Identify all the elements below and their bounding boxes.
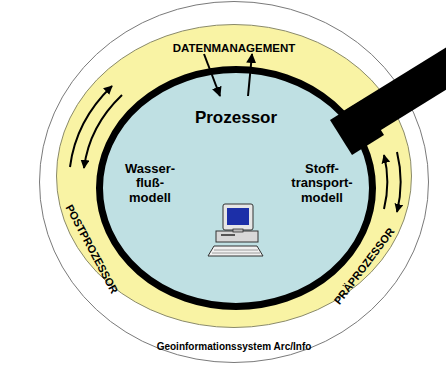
outer-system-circle: ProzessorWasser- fluß- modell Stoff- tran… [39,1,429,363]
system-label: Geoinformationssystem Arc/Info [157,341,312,352]
band-label: DATENMANAGEMENT [173,42,295,55]
model-label: Stoff- transport- modell [291,162,352,205]
model-label: Wasser- fluß- modell [125,162,175,205]
processor-circle: ProzessorWasser- fluß- modell Stoff- tran… [96,66,376,310]
processor-title: Prozessor [195,109,277,128]
process-ring-band: ProzessorWasser- fluß- modell Stoff- tran… [56,24,412,328]
